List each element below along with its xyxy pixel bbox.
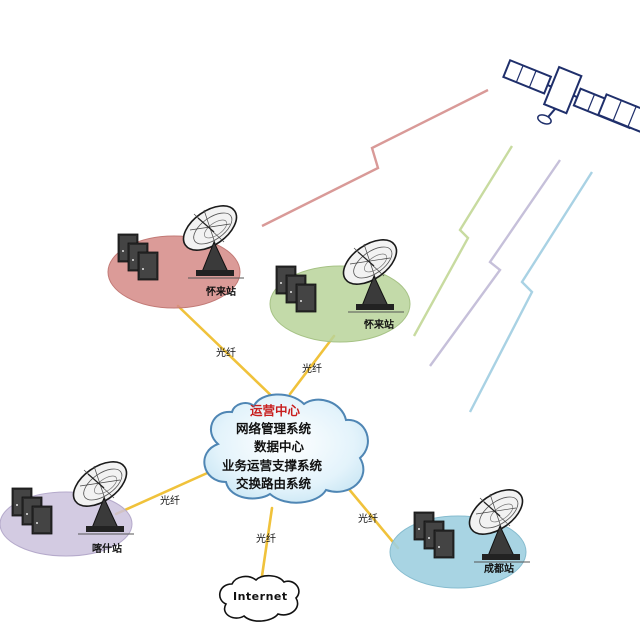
fiber-label-5: 光纤	[358, 514, 378, 525]
signal-blue	[468, 171, 594, 413]
station-1	[107, 196, 246, 309]
station-label-1: 怀来站	[206, 287, 236, 298]
signal-green	[412, 145, 514, 337]
ops-line-switching-routing: 交换路由系统	[236, 476, 312, 491]
station-4	[389, 480, 532, 589]
fiber-link-3	[114, 468, 216, 516]
ops-line-business-support: 业务运营支撑系统	[222, 458, 323, 473]
internet-label: Internet	[233, 590, 288, 603]
ops-line-network-management: 网络管理系统	[236, 421, 312, 436]
station-label-4: 成都站	[484, 564, 514, 575]
fiber-links	[114, 304, 400, 578]
signal-red	[261, 88, 489, 228]
station-label-3: 喀什站	[92, 544, 122, 555]
station-label-2: 怀来站	[364, 320, 394, 331]
signal-links	[261, 88, 594, 413]
cloud-icon	[203, 393, 369, 504]
fiber-link-2	[288, 334, 336, 396]
fiber-label-1: 光纤	[216, 348, 236, 359]
fiber-label-4: 光纤	[256, 534, 276, 545]
fiber-label-3: 光纤	[160, 496, 180, 507]
ops-line-data-center: 数据中心	[254, 439, 305, 454]
station-3	[0, 452, 136, 557]
satellite-icon	[502, 58, 640, 135]
fiber-link-4	[260, 506, 274, 578]
operations-center-title: 运营中心	[250, 403, 301, 418]
fiber-link-5	[346, 486, 400, 550]
internet-cloud	[219, 574, 300, 622]
signal-purple	[429, 159, 561, 367]
fiber-link-1	[176, 304, 282, 406]
station-2	[269, 230, 411, 343]
fiber-label-2: 光纤	[302, 364, 322, 375]
